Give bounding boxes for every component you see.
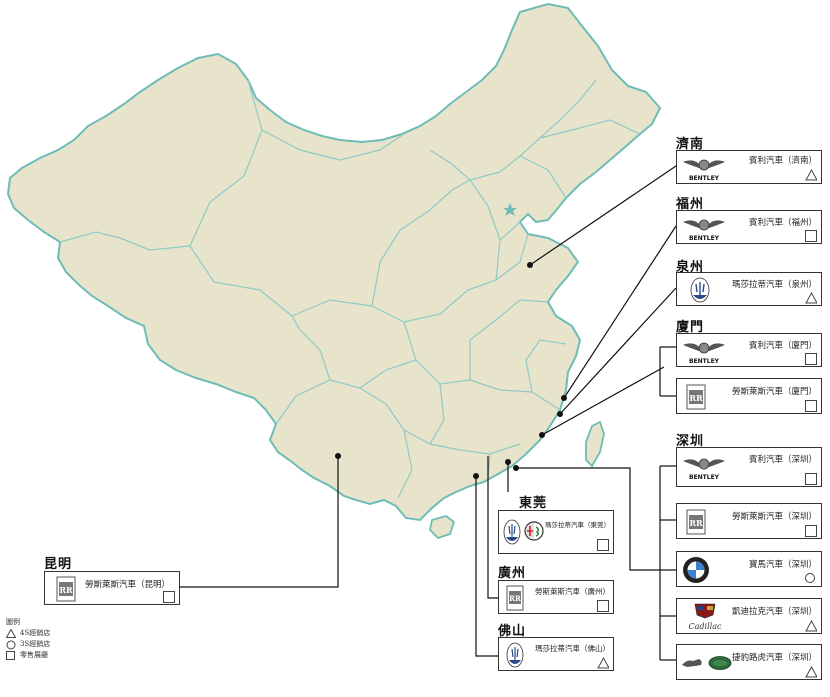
dealer-name: 賓利汽車（福州） xyxy=(748,218,817,228)
bentley-logo-icon: BENTLEY xyxy=(683,458,725,481)
city-label-jinan: 濟南 xyxy=(676,137,705,152)
svg-text:BENTLEY: BENTLEY xyxy=(689,358,720,365)
triangle-4s-icon xyxy=(597,657,609,669)
city-label-xiamen: 廈門 xyxy=(676,320,705,335)
dealer-card-shenzhen-cadillac[interactable]: Cadillac 凱迪拉克汽車（深圳） xyxy=(676,598,822,634)
dealer-name: 勞斯萊斯汽車（昆明） xyxy=(85,580,171,590)
city-label-shenzhen: 深圳 xyxy=(676,434,705,449)
dealer-card-jinan-bentley[interactable]: BENTLEY 賓利汽車（濟南） xyxy=(676,150,822,184)
svg-text:BENTLEY: BENTLEY xyxy=(689,235,720,242)
alfa-romeo-logo-icon xyxy=(524,521,544,541)
city-label-quanzhou: 泉州 xyxy=(676,260,705,275)
dealer-card-fuzhou-bentley[interactable]: BENTLEY 賓利汽車（福州） xyxy=(676,210,822,244)
dealer-card-shenzhen-bentley[interactable]: BENTLEY 賓利汽車（深圳） xyxy=(676,447,822,487)
svg-text:RR: RR xyxy=(689,518,703,528)
dealer-name: 賓利汽車（廈門） xyxy=(748,341,817,351)
legend-label: 3S經銷店 xyxy=(20,640,51,648)
dealer-name: 瑪莎拉蒂汽車（泉州） xyxy=(731,280,817,290)
square-showroom-icon xyxy=(597,600,609,612)
bentley-logo-icon: BENTLEY xyxy=(683,159,725,182)
square-showroom-icon xyxy=(805,353,817,365)
dealer-card-quanzhou-maserati[interactable]: 瑪莎拉蒂汽車（泉州） xyxy=(676,272,822,306)
maserati-logo-icon xyxy=(690,277,710,303)
legend-label: 4S經銷店 xyxy=(20,629,51,637)
dealer-name: 凱迪拉克汽車（深圳） xyxy=(731,607,817,617)
square-showroom-icon xyxy=(805,230,817,242)
city-label-kunming: 昆明 xyxy=(44,557,73,572)
svg-text:RR: RR xyxy=(509,594,521,603)
square-showroom-icon xyxy=(805,400,817,412)
cadillac-logo-icon: Cadillac xyxy=(689,603,722,631)
city-label-foshan: 佛山 xyxy=(498,624,527,639)
dealer-card-shenzhen-jaguar-landrover[interactable]: 捷豹路虎汽車（深圳） xyxy=(676,644,822,680)
maserati-logo-icon xyxy=(506,642,524,668)
square-showroom-icon xyxy=(597,539,609,551)
svg-text:BENTLEY: BENTLEY xyxy=(689,175,720,182)
maserati-logo-icon xyxy=(503,519,521,545)
dealer-name: 賓利汽車（濟南） xyxy=(748,156,817,166)
mainland-china-shape xyxy=(6,2,662,522)
dealer-name: 寶馬汽車（深圳） xyxy=(748,560,817,570)
svg-text:RR: RR xyxy=(59,585,73,595)
hainan-shape xyxy=(429,515,456,540)
svg-text:BENTLEY: BENTLEY xyxy=(689,474,720,481)
leader-lines xyxy=(180,165,677,661)
dealer-name: 勞斯萊斯汽車（廈門） xyxy=(731,387,817,397)
dealer-card-shenzhen-bmw[interactable]: 寶馬汽車（深圳） xyxy=(676,551,822,587)
legend: 圖例 4S經銷店 3S經銷店 零售展廳 xyxy=(6,617,50,661)
svg-text:Cadillac: Cadillac xyxy=(689,622,722,631)
city-label-guangzhou: 廣州 xyxy=(498,566,527,581)
circle-3s-icon xyxy=(6,640,16,650)
dealer-name: 賓利汽車（深圳） xyxy=(748,455,817,465)
capital-star-icon xyxy=(503,203,517,216)
triangle-4s-icon xyxy=(6,629,16,638)
rolls-royce-logo-icon: RR xyxy=(686,509,706,535)
location-dots xyxy=(335,262,567,479)
dealer-card-dongguan-maserati[interactable]: 瑪莎拉蒂汽車（東莞） xyxy=(498,510,614,554)
circle-3s-icon xyxy=(805,573,815,583)
square-showroom-icon xyxy=(805,473,817,485)
bentley-logo-icon: BENTLEY xyxy=(683,219,725,242)
square-showroom-icon xyxy=(6,651,15,660)
city-label-fuzhou: 福州 xyxy=(676,197,705,212)
triangle-4s-icon xyxy=(805,292,817,304)
legend-item-3s: 3S經銷店 xyxy=(6,639,50,650)
dealer-name: 瑪莎拉蒂汽車（東莞） xyxy=(545,521,610,529)
taiwan-shape xyxy=(585,420,605,468)
rolls-royce-logo-icon: RR xyxy=(686,384,706,410)
svg-text:RR: RR xyxy=(689,393,703,403)
square-showroom-icon xyxy=(805,525,817,537)
city-label-dongguan: 東莞 xyxy=(519,496,548,511)
legend-item-4s: 4S經銷店 xyxy=(6,628,50,639)
rolls-royce-logo-icon: RR xyxy=(56,576,76,602)
legend-title: 圖例 xyxy=(6,618,20,626)
dealer-card-xiamen-bentley[interactable]: BENTLEY 賓利汽車（廈門） xyxy=(676,333,822,367)
legend-item-showroom: 零售展廳 xyxy=(6,650,50,661)
dealer-card-guangzhou-rolls-royce[interactable]: RR 勞斯萊斯汽車（廣州） xyxy=(498,580,614,614)
dealer-card-kunming-rolls-royce[interactable]: RR 勞斯萊斯汽車（昆明） xyxy=(44,571,180,605)
square-showroom-icon xyxy=(163,591,175,603)
dealer-name: 瑪莎拉蒂汽車（佛山） xyxy=(535,644,610,653)
legend-label: 零售展廳 xyxy=(20,651,48,659)
dealer-name: 勞斯萊斯汽車（廣州） xyxy=(535,587,610,596)
province-borders xyxy=(59,79,641,499)
jaguar-landrover-logo-icon xyxy=(682,656,732,670)
triangle-4s-icon xyxy=(805,169,817,181)
dealer-card-xiamen-rolls-royce[interactable]: RR 勞斯萊斯汽車（廈門） xyxy=(676,378,822,414)
dealer-card-shenzhen-rolls-royce[interactable]: RR 勞斯萊斯汽車（深圳） xyxy=(676,503,822,539)
bmw-logo-icon xyxy=(683,557,709,583)
dealer-name: 勞斯萊斯汽車（深圳） xyxy=(731,512,817,522)
dealer-name: 捷豹路虎汽車（深圳） xyxy=(731,653,817,663)
triangle-4s-icon xyxy=(805,666,817,678)
dealer-card-foshan-maserati[interactable]: 瑪莎拉蒂汽車（佛山） xyxy=(498,637,614,671)
triangle-4s-icon xyxy=(805,620,817,632)
rolls-royce-logo-icon: RR xyxy=(506,585,524,611)
bentley-logo-icon: BENTLEY xyxy=(683,342,725,365)
